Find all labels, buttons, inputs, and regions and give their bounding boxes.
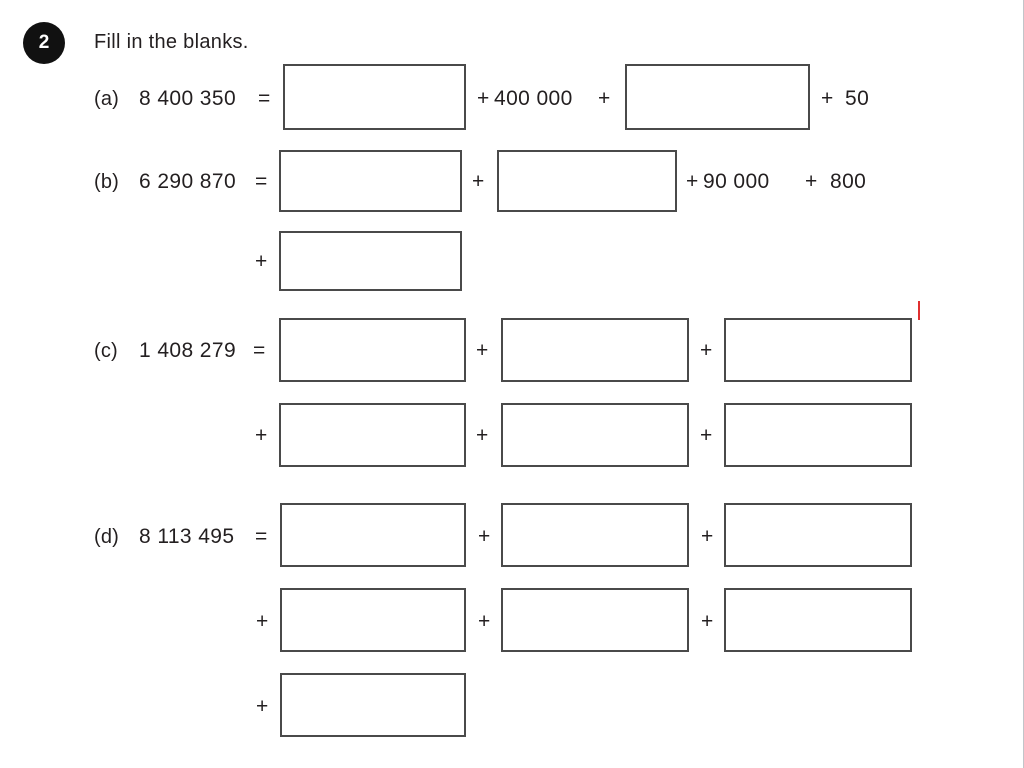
plus-sign: +: [256, 695, 269, 718]
plus-sign: +: [701, 610, 714, 633]
plus-sign: +: [598, 87, 611, 110]
answer-box[interactable]: [724, 503, 912, 567]
plus-sign: +: [805, 170, 818, 193]
part-value-c: 1 408 279: [139, 339, 237, 362]
plus-sign: +: [476, 424, 489, 447]
answer-box[interactable]: [501, 318, 689, 382]
plus-sign: +: [701, 525, 714, 548]
answer-box[interactable]: [279, 231, 462, 291]
part-value-d: 8 113 495: [139, 525, 235, 548]
part-value-a: 8 400 350: [139, 87, 237, 110]
plus-sign: +: [478, 610, 491, 633]
red-tick-mark: [918, 301, 920, 320]
equals-sign-d: =: [255, 525, 268, 548]
answer-box[interactable]: [724, 403, 912, 467]
answer-box[interactable]: [279, 403, 466, 467]
part-label-a: (a): [94, 88, 120, 110]
answer-box[interactable]: [501, 588, 689, 652]
answer-box[interactable]: [724, 318, 912, 382]
plus-sign: +: [472, 170, 485, 193]
answer-box[interactable]: [280, 503, 466, 567]
answer-box[interactable]: [279, 150, 462, 212]
plus-sign: +: [821, 87, 834, 110]
known-term: 800: [830, 170, 867, 193]
equals-sign-c: =: [253, 339, 266, 362]
answer-box[interactable]: [279, 318, 466, 382]
plus-sign: +: [476, 339, 489, 362]
plus-sign: +: [478, 525, 491, 548]
part-label-c: (c): [94, 340, 118, 362]
part-label-b: (b): [94, 171, 120, 193]
equals-sign-b: =: [255, 170, 268, 193]
plus-sign: +: [255, 424, 268, 447]
equals-sign-a: =: [258, 87, 271, 110]
answer-box[interactable]: [497, 150, 677, 212]
known-term: 90 000: [703, 170, 770, 193]
plus-sign: +: [686, 170, 699, 193]
plus-sign: +: [700, 339, 713, 362]
answer-box[interactable]: [724, 588, 912, 652]
answer-box[interactable]: [280, 588, 466, 652]
part-value-b: 6 290 870: [139, 170, 237, 193]
plus-sign: +: [477, 87, 490, 110]
answer-box[interactable]: [501, 503, 689, 567]
answer-box[interactable]: [283, 64, 466, 130]
answer-box[interactable]: [501, 403, 689, 467]
plus-sign: +: [700, 424, 713, 447]
known-term: 50: [845, 87, 870, 110]
question-number-badge: 2: [23, 22, 65, 64]
known-term: 400 000: [494, 87, 573, 110]
answer-box[interactable]: [280, 673, 466, 737]
plus-sign: +: [256, 610, 269, 633]
part-label-d: (d): [94, 526, 120, 548]
question-prompt: Fill in the blanks.: [94, 31, 249, 53]
answer-box[interactable]: [625, 64, 810, 130]
plus-sign: +: [255, 250, 268, 273]
